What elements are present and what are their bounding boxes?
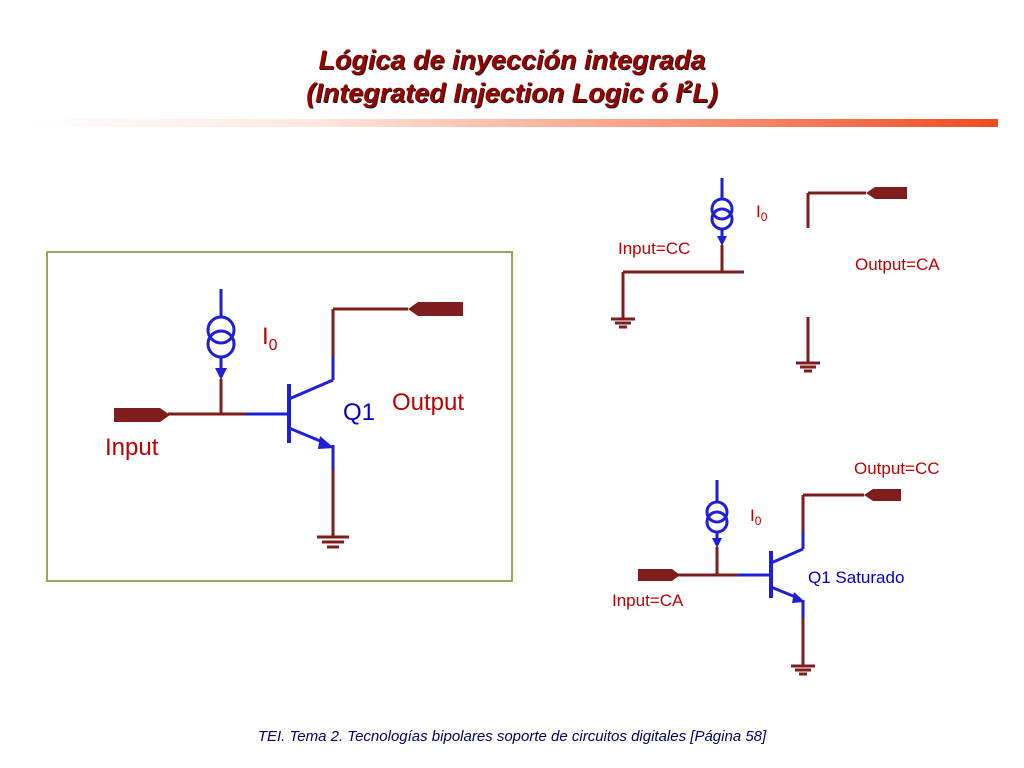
- input-port: [114, 408, 170, 422]
- output-port: [864, 489, 901, 501]
- input-port: [638, 569, 680, 581]
- output-label: Output=CC: [854, 459, 940, 478]
- case-input-cc: I0 Input=CC Output=CA: [611, 178, 940, 373]
- emitter-arrow-icon: [318, 436, 334, 449]
- output-label: Output=CA: [855, 255, 940, 274]
- title-line-2: (Integrated Injection Logic ó I2L): [0, 77, 1024, 110]
- current-source-label-sub: 0: [761, 210, 768, 224]
- current-arrow-icon: [712, 538, 722, 548]
- title-line-2-end: L): [692, 78, 718, 108]
- transistor-label: Q1 Saturado: [808, 568, 904, 587]
- ground-icon: [317, 535, 349, 549]
- current-source-i0: [206, 289, 236, 380]
- transistor-q1: [246, 355, 335, 470]
- title-line-2-text: (Integrated Injection Logic ó I: [306, 78, 683, 108]
- main-circuit: I0 Q1 Output Input: [46, 251, 513, 582]
- current-source-circle-top: [710, 197, 734, 221]
- current-source-label: I0: [262, 323, 278, 354]
- current-source-i0-ca: [705, 480, 729, 548]
- main-circuit-frame: [46, 251, 513, 582]
- input-label: Input=CC: [618, 239, 690, 258]
- transistor-q1-saturated: [738, 532, 805, 618]
- current-arrow-icon: [215, 368, 227, 380]
- current-source-label-i: I: [756, 202, 761, 221]
- page-title: Lógica de inyección integrada (Integrate…: [0, 44, 1024, 110]
- current-source-label: I0: [750, 506, 762, 528]
- ground-icon: [611, 317, 635, 329]
- current-source-label-sub: 0: [269, 337, 278, 354]
- title-divider: [20, 119, 998, 127]
- ground-icon: [791, 664, 815, 676]
- input-label: Input: [105, 434, 159, 461]
- input-label: Input=CA: [612, 591, 684, 610]
- current-source-label-i: I: [262, 323, 269, 350]
- output-port: [866, 187, 907, 199]
- collector-lead: [770, 547, 804, 565]
- emitter-lead: [288, 426, 326, 445]
- current-source-circle-top: [705, 500, 729, 524]
- output-port: [408, 302, 463, 316]
- title-superscript: 2: [682, 77, 693, 96]
- current-source-label: I0: [756, 202, 768, 224]
- current-source-i0-cc: [710, 178, 734, 246]
- slide-footer: TEI. Tema 2. Tecnologías bipolares sopor…: [257, 728, 767, 745]
- current-source-label-i: I: [750, 506, 755, 525]
- current-arrow-icon: [717, 236, 727, 246]
- output-label: Output: [392, 389, 464, 416]
- ground-icon: [796, 361, 820, 373]
- transistor-label: Q1: [343, 399, 375, 426]
- title-line-1: Lógica de inyección integrada: [318, 45, 706, 75]
- case-input-ca: I0 Input=CA Output=CC Q1 Saturado: [612, 459, 940, 676]
- current-source-label-sub: 0: [755, 514, 762, 528]
- current-source-circle-top: [206, 315, 236, 345]
- collector-lead: [288, 378, 334, 401]
